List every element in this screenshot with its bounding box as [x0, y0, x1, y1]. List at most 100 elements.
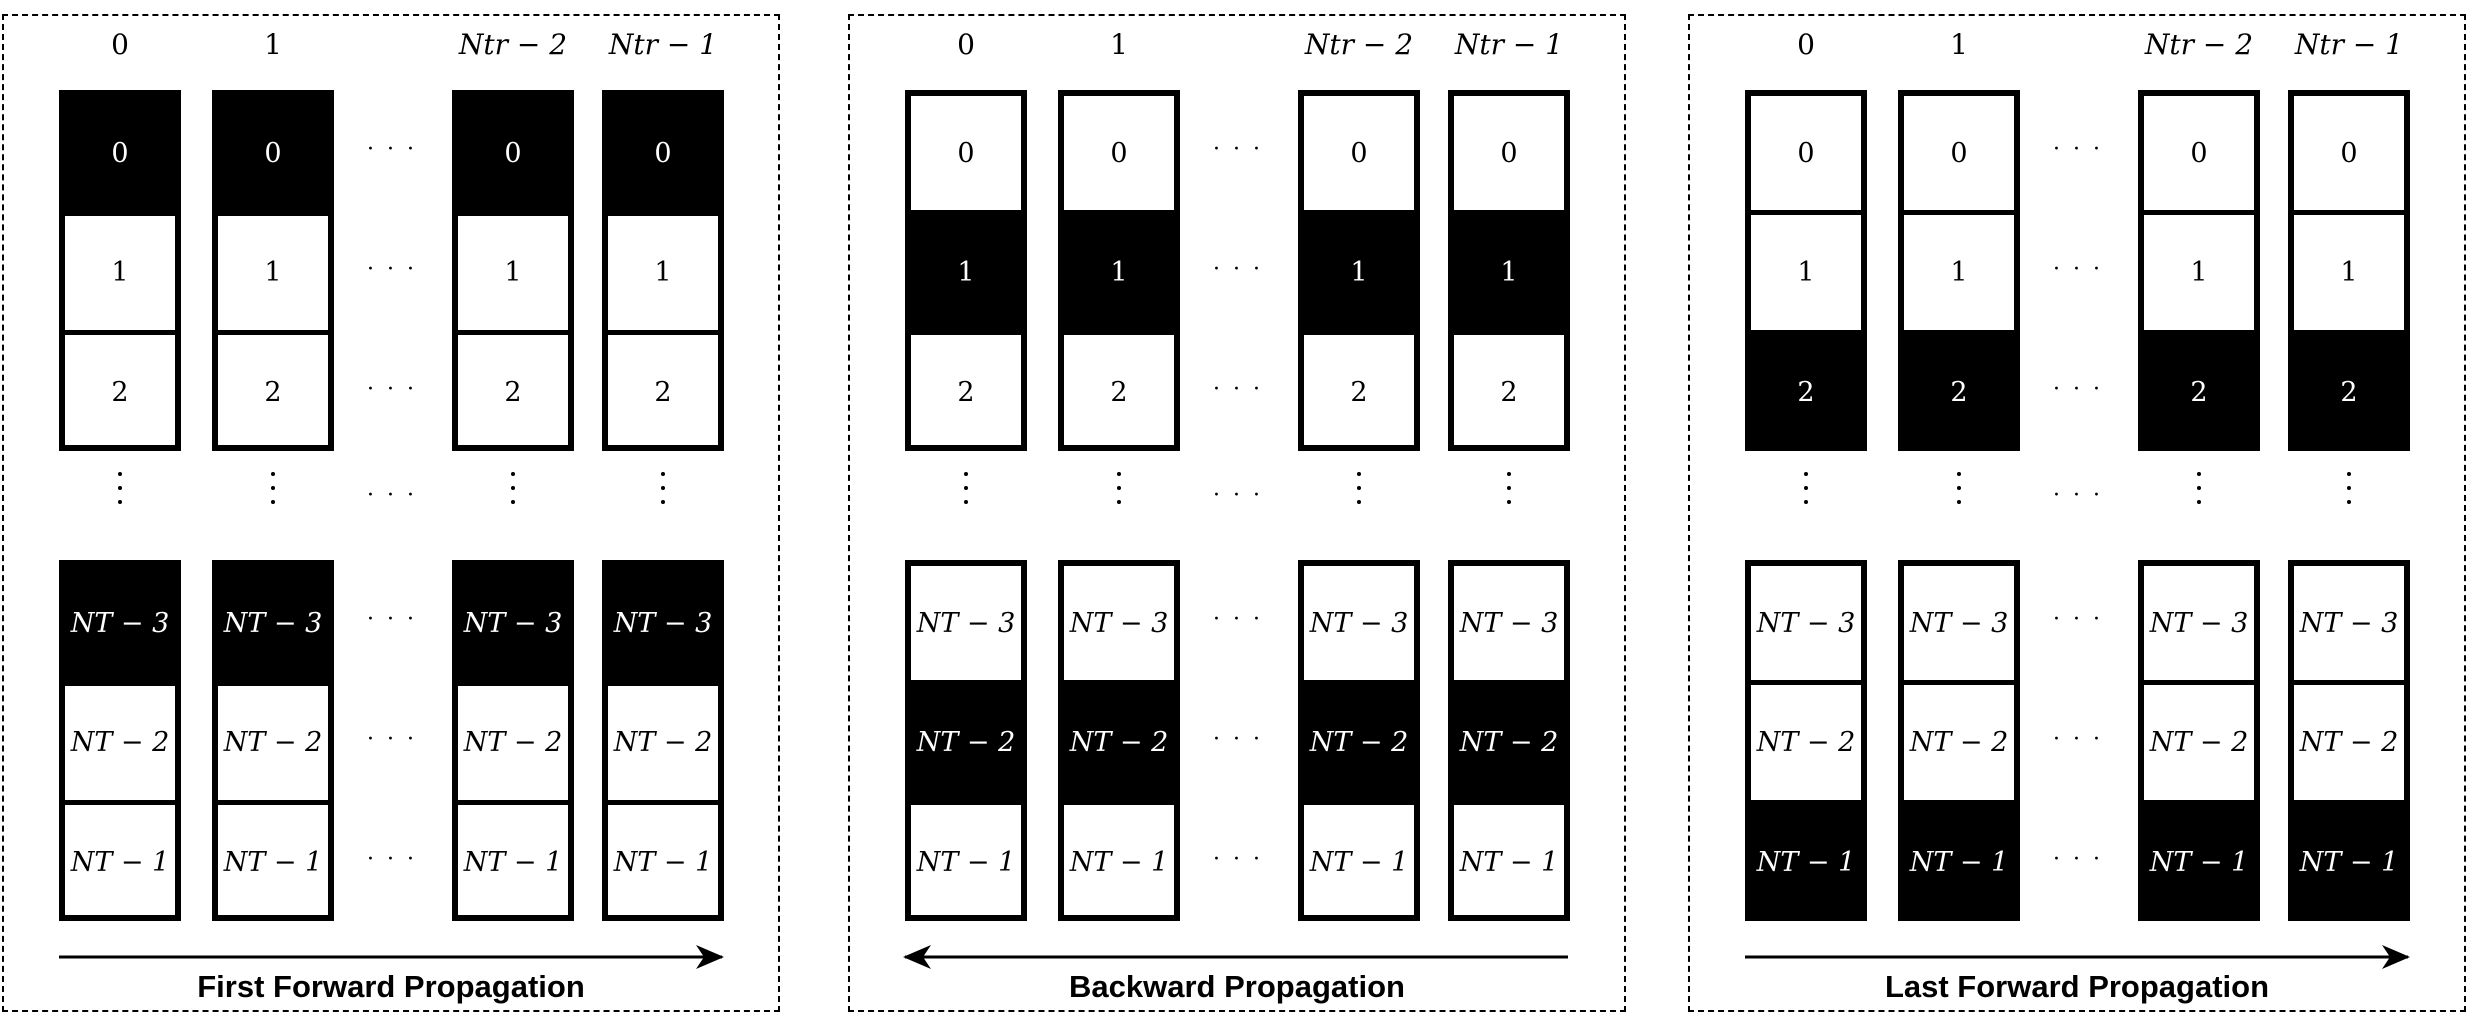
panel-label: Backward Propagation [1069, 969, 1405, 1004]
panel-2 [848, 14, 1626, 1012]
horizontal-ellipsis: · · · [1213, 727, 1263, 752]
horizontal-ellipsis: · · · [1213, 483, 1263, 508]
ellipsis-dot [1507, 486, 1511, 490]
vertical-ellipsis [508, 472, 518, 514]
block-cell: NT − 2 [1751, 680, 1861, 800]
horizontal-ellipsis: · · · [2053, 257, 2103, 282]
block-cell: 0 [1110, 137, 1128, 169]
ellipsis-dot [1804, 500, 1808, 504]
ellipsis-dot [271, 486, 275, 490]
ellipsis-dot [118, 472, 122, 476]
block-cell: NT − 3 [65, 560, 175, 686]
ellipsis-dot [1957, 472, 1961, 476]
block-cell: NT − 1 [1751, 800, 1861, 920]
block-cell: 1 [1064, 210, 1174, 330]
arrow-head [696, 945, 724, 969]
horizontal-ellipsis: · · · [1213, 137, 1263, 162]
block-cell: NT − 1 [2144, 800, 2254, 920]
block-cell: 1 [218, 210, 328, 330]
block-cell: 1 [1751, 210, 1861, 330]
block-cell: NT − 2 [65, 680, 175, 800]
ellipsis-dot [2347, 472, 2351, 476]
arrow-head [903, 945, 931, 969]
ellipsis-dot [2347, 486, 2351, 490]
column-header: Ntr − 1 [1454, 28, 1564, 61]
block-cell: NT − 3 [608, 560, 718, 686]
ellipsis-dot [1117, 486, 1121, 490]
block-cell: 1 [1454, 210, 1564, 330]
block-cell: NT − 3 [916, 607, 1016, 639]
block-cell: 1 [458, 210, 568, 330]
column-header: 0 [111, 28, 129, 61]
ellipsis-dot [271, 500, 275, 504]
horizontal-ellipsis: · · · [2053, 137, 2103, 162]
horizontal-ellipsis: · · · [367, 847, 417, 872]
block-cell: NT − 3 [1459, 607, 1559, 639]
block-cell: 0 [1950, 137, 1968, 169]
ellipsis-dot [661, 472, 665, 476]
block-cell: NT − 2 [608, 680, 718, 800]
ellipsis-dot [1117, 500, 1121, 504]
block-cell: NT − 1 [1904, 800, 2014, 920]
horizontal-ellipsis: · · · [367, 257, 417, 282]
ellipsis-dot [1507, 500, 1511, 504]
column-header: Ntr − 1 [2294, 28, 2404, 61]
ellipsis-dot [1507, 472, 1511, 476]
block-cell: NT − 2 [1454, 680, 1564, 800]
block-cell: NT − 1 [458, 800, 568, 920]
horizontal-ellipsis: · · · [1213, 847, 1263, 872]
block-cell: NT − 3 [1069, 607, 1169, 639]
ellipsis-dot [1357, 486, 1361, 490]
block-cell: 1 [1304, 210, 1414, 330]
block-cell: 2 [2144, 330, 2254, 450]
block-cell: 0 [65, 90, 175, 216]
block-cell: NT − 3 [1756, 607, 1856, 639]
block-cell: 1 [608, 210, 718, 330]
block-cell: NT − 3 [1909, 607, 2009, 639]
column-header: 0 [957, 28, 975, 61]
block-cell: 2 [1751, 330, 1861, 450]
block-cell: NT − 2 [1304, 680, 1414, 800]
column-header: Ntr − 2 [2144, 28, 2254, 61]
column-header: 0 [1797, 28, 1815, 61]
ellipsis-dot [2347, 500, 2351, 504]
vertical-ellipsis [2344, 472, 2354, 514]
block-cell: 2 [218, 330, 328, 450]
ellipsis-dot [511, 486, 515, 490]
block-cell: NT − 2 [2144, 680, 2254, 800]
horizontal-ellipsis: · · · [2053, 483, 2103, 508]
vertical-ellipsis [961, 472, 971, 514]
ellipsis-dot [964, 472, 968, 476]
ellipsis-dot [1957, 500, 1961, 504]
vertical-ellipsis [1354, 472, 1364, 514]
block-cell: NT − 2 [218, 680, 328, 800]
block-cell: NT − 1 [911, 800, 1021, 920]
vertical-ellipsis [658, 472, 668, 514]
ellipsis-dot [661, 500, 665, 504]
block-cell: NT − 1 [65, 800, 175, 920]
ellipsis-dot [2197, 486, 2201, 490]
horizontal-ellipsis: · · · [1213, 607, 1263, 632]
block-cell: NT − 3 [218, 560, 328, 686]
horizontal-ellipsis: · · · [2053, 727, 2103, 752]
ellipsis-dot [118, 500, 122, 504]
block-cell: 0 [2190, 137, 2208, 169]
block-cell: 0 [1350, 137, 1368, 169]
block-cell: 1 [911, 210, 1021, 330]
block-cell: NT − 2 [1064, 680, 1174, 800]
column-header: Ntr − 1 [608, 28, 718, 61]
